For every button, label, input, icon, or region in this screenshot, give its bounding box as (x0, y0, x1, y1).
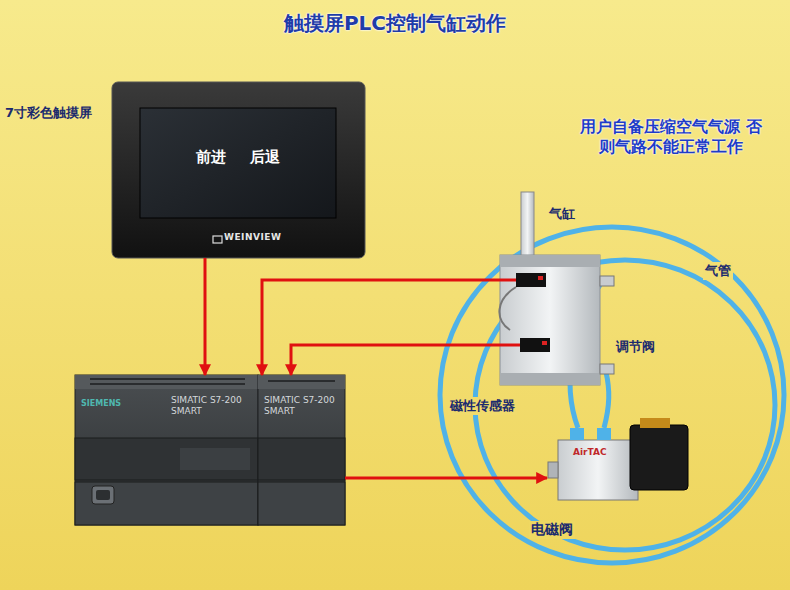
signal-arrow (291, 345, 495, 375)
air-tube (440, 227, 784, 563)
plc-expansion-box: SIMATIC S7-200 SMART (258, 375, 345, 525)
note-text: 用户自备压缩空气气源 否则气路不能正常工作 (580, 117, 762, 157)
brand-mark: SIEMENS (81, 399, 121, 408)
touchscreen-box: 前进 后退 WEINVIEW (112, 82, 365, 258)
part-name: 7寸彩色触摸屏 (5, 104, 92, 122)
valve-drawing (548, 418, 688, 500)
diagram-title: 触摸屏PLC控制气缸动作 (0, 10, 790, 37)
model-text: SIMATIC S7-200 SMART (264, 395, 340, 417)
cylinder-drawing (495, 192, 614, 385)
model-text: SIMATIC S7-200 SMART (171, 395, 255, 417)
signal-arrow (262, 280, 495, 375)
part-name: 气管 (703, 262, 733, 280)
touchscreen-drawing (112, 82, 365, 258)
brand-logo: WEINVIEW (224, 232, 281, 242)
screen-buttons: 前进 后退 (140, 148, 336, 167)
solenoid-valve-box: AirTAC电磁阀 (555, 425, 690, 505)
part-name: 磁性传感器 (448, 397, 517, 415)
part-heading: 气缸 (549, 205, 575, 223)
signal-arrow (345, 477, 547, 480)
cylinder-box: 气缸 (495, 205, 612, 392)
brand-mark: AirTAC (573, 447, 607, 457)
part-name: 调节阀 (614, 338, 657, 356)
plc-drawing (75, 375, 345, 525)
signal-arrow (204, 258, 207, 375)
part-heading: 电磁阀 (529, 521, 575, 539)
plc-cpu-box: SIEMENS SIMATIC S7-200 SMART (75, 375, 258, 525)
